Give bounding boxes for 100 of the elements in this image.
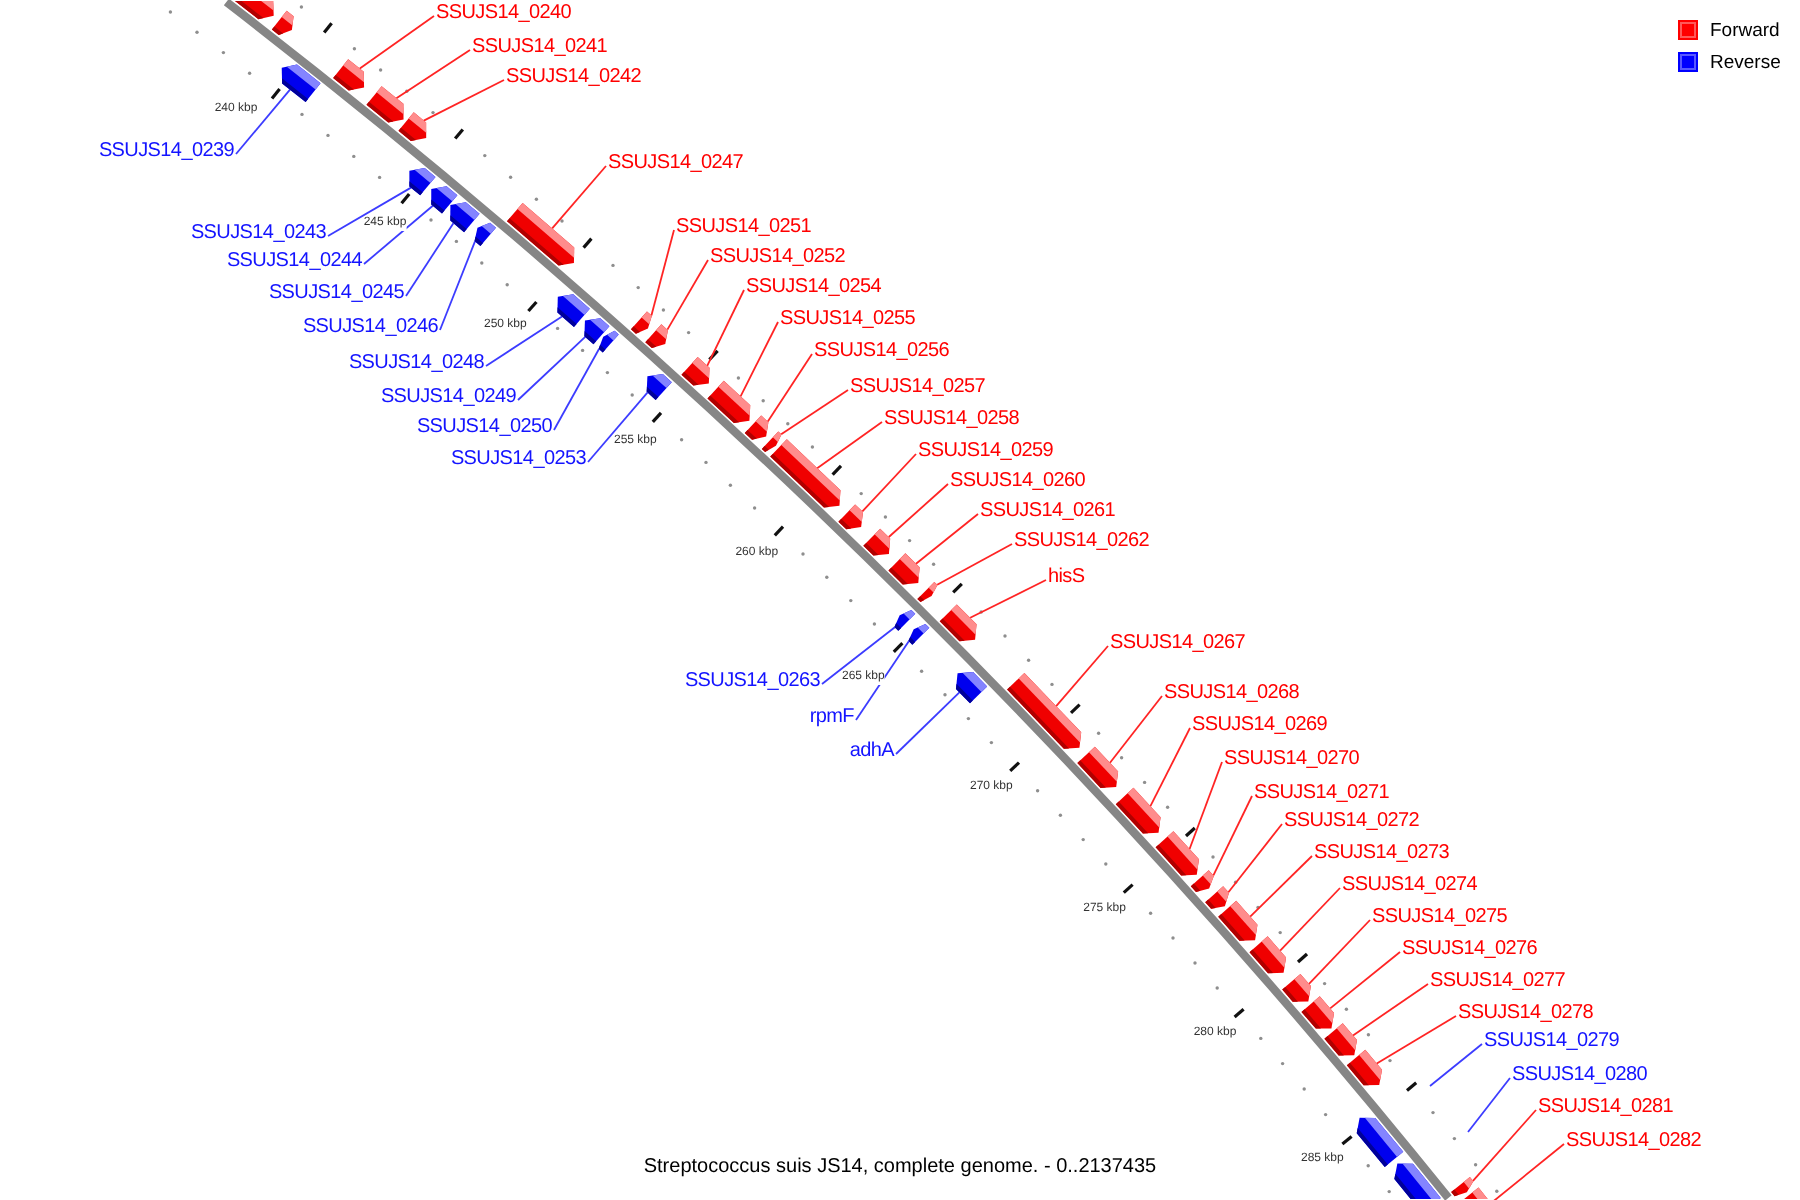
gene-label: SSUJS14_0272 [1284,810,1420,832]
gene-label: rpmF [809,706,854,728]
gene-bar [281,64,321,103]
leader-line [1188,761,1223,850]
gene-label: SSUJS14_0248 [348,352,484,374]
gene-bar [1007,672,1082,749]
gene-label: SSUJS14_0273 [1314,842,1450,864]
leader-line [405,222,455,297]
leader-line [358,15,435,70]
gene-bar [1346,1049,1382,1086]
gene-label: SSUJS14_0271 [1254,782,1390,804]
gene-label: SSUJS14_0275 [1372,906,1508,928]
leader-line [1490,1143,1565,1200]
leader-line [1109,695,1163,764]
gene-label: SSUJS14_0254 [746,276,882,298]
leader-line [969,579,1047,619]
gene-bar [333,59,365,91]
gene-label: SSUJS14_0250 [416,416,552,438]
gene-bar [1356,1117,1404,1168]
leader-line [1308,919,1371,985]
gene-bar [1464,1187,1488,1199]
gene-label: SSUJS14_0251 [676,216,812,238]
gene-bar [744,415,769,440]
gene-label: SSUJS14_0279 [1484,1030,1620,1052]
leader-line [1472,1109,1537,1182]
gene-label: SSUJS14_0262 [1014,530,1150,552]
leader-line [1467,1077,1511,1133]
leader-line [739,321,779,398]
gene-bar [1451,1176,1474,1197]
gene-bar [235,1,274,20]
gene-bar [271,10,294,36]
leader-line [439,240,476,331]
gene-label: SSUJS14_0240 [436,2,572,24]
gene-label: adhA [849,740,894,762]
leader-line [861,453,917,513]
gene-bar [646,374,672,400]
gene-label: SSUJS14_0268 [1164,682,1300,704]
leader-line [887,483,949,538]
gene-bar [1282,973,1311,1002]
gene-bar [450,202,480,233]
leader-line [1055,645,1109,708]
gene-label: SSUJS14_0239 [98,140,234,162]
leader-line [1429,1043,1483,1087]
gene-label: SSUJS14_0278 [1458,1002,1594,1024]
gene-bar [598,330,619,353]
leader-line [363,204,434,265]
gene-bar [1190,870,1214,892]
gene-bar [770,439,841,508]
gene-bar [1394,1163,1441,1199]
leader-line [485,315,563,367]
gene-label: SSUJS14_0253 [450,448,586,470]
gene-label: SSUJS14_0263 [684,670,820,692]
gene-bar [917,581,938,603]
leader-line [327,186,412,237]
gene-label: SSUJS14_0261 [980,500,1116,522]
gene-bar [863,528,891,556]
leader-line [235,88,291,155]
gene-bar [707,380,751,423]
leader-line [553,348,600,431]
leader-line [422,79,505,122]
leader-line [1279,887,1341,952]
leader-line [821,626,896,685]
leader-line [1249,855,1313,918]
gene-bar [908,623,930,645]
leader-line [517,335,587,401]
gene-label: SSUJS14_0241 [472,36,608,58]
gene-label: SSUJS14_0247 [608,152,744,174]
gene-bar [838,504,863,530]
gene-bar [631,311,652,334]
gene-label: SSUJS14_0255 [780,308,916,330]
leader-line [915,513,979,565]
gene-label: SSUJS14_0242 [506,66,642,88]
gene-bar [409,167,436,196]
leader-line [816,421,883,470]
gene-label: SSUJS14_0252 [710,246,846,268]
gene-bar [894,609,916,631]
legend-label: Forward [1710,20,1780,42]
gene-label: SSUJS14_0267 [1110,632,1246,654]
leader-line [855,640,910,721]
gene-bar [888,553,920,585]
leader-line [1329,951,1401,1010]
gene-label: SSUJS14_0257 [850,376,986,398]
gene-label: SSUJS14_0270 [1224,748,1360,770]
gene-bar [681,357,710,386]
gene-bar [939,604,977,642]
gene-label: SSUJS14_0244 [226,250,362,272]
gene-bar [557,294,590,327]
gene-label: SSUJS14_0249 [380,386,516,408]
gene-bar [1115,787,1161,834]
gene-label: SSUJS14_0246 [302,316,438,338]
gene-label: SSUJS14_0260 [950,470,1086,492]
leader-line [1227,823,1283,894]
leader-line [551,165,607,230]
gene-label: SSUJS14_0277 [1430,970,1566,992]
gene-label: hisS [1048,566,1085,588]
leader-line [780,389,849,436]
gene-label: SSUJS14_0245 [268,282,404,304]
gene-bar [1205,886,1229,909]
gene-bar [507,203,575,266]
gene-label: SSUJS14_0280 [1512,1064,1648,1086]
